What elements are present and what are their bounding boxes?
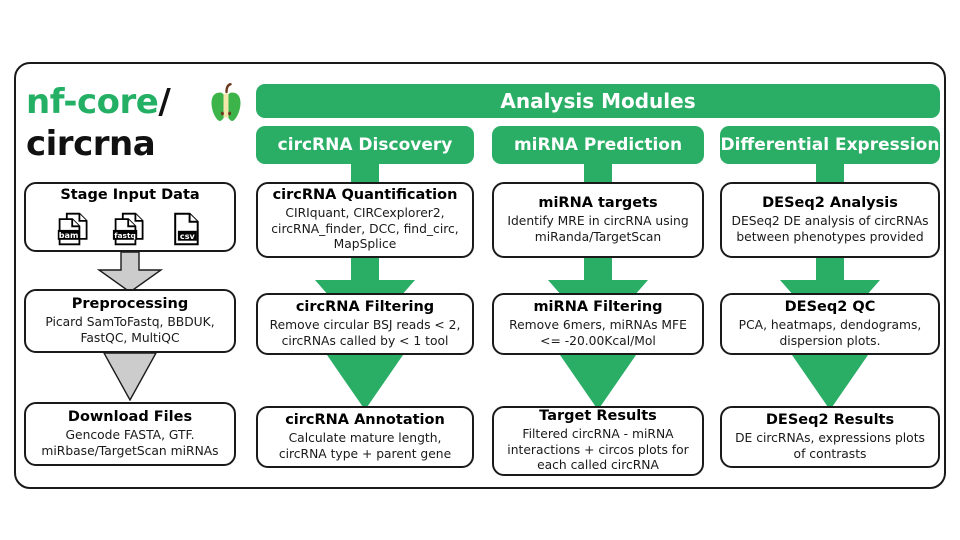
preprocessing-card: Preprocessing Picard SamToFastq, BBDUK, … (24, 289, 236, 353)
step-desc: Identify MRE in circRNA using miRanda/Ta… (507, 213, 689, 244)
preprocessing-desc: Picard SamToFastq, BBDUK, FastQC, MultiQ… (45, 314, 215, 345)
download-files-card: Download Files Gencode FASTA, GTF. miRba… (24, 402, 236, 466)
module-header-circrna-discovery: circRNA Discovery (256, 126, 474, 164)
green-arrow-c2-step1-to-step2 (544, 258, 652, 300)
csv-file-icon: csv (174, 212, 199, 246)
svg-text:bam: bam (59, 230, 79, 240)
green-arrow-c1-step1-to-step2 (311, 258, 419, 300)
green-connector-c3-top (816, 163, 844, 185)
step-desc: Filtered circRNA - miRNA interactions + … (507, 426, 689, 473)
svg-text:fastq: fastq (114, 231, 136, 240)
step-title: DESeq2 Analysis (762, 194, 898, 211)
step-deseq2-results: DESeq2 Results DE circRNAs, expressions … (720, 406, 940, 468)
green-connector-c2-top (584, 163, 612, 185)
step-deseq2-qc: DESeq2 QC PCA, heatmaps, dendograms, dis… (720, 293, 940, 355)
preprocessing-title: Preprocessing (71, 295, 189, 312)
green-connector-c1-top (351, 163, 379, 185)
logo-nfcore-text: nf-core (26, 82, 159, 122)
step-title: miRNA Filtering (533, 298, 663, 315)
svg-text:csv: csv (180, 231, 196, 241)
step-desc: Calculate mature length, circRNA type + … (278, 430, 452, 461)
step-title: circRNA Filtering (295, 298, 435, 315)
step-mirna-filtering: miRNA Filtering Remove 6mers, miRNAs MFE… (492, 293, 704, 355)
step-desc: PCA, heatmaps, dendograms, dispersion pl… (738, 317, 922, 348)
step-title: DESeq2 QC (784, 298, 876, 315)
grey-arrow-stage-to-preprocessing (95, 252, 165, 292)
step-target-results: Target Results Filtered circRNA - miRNA … (492, 406, 704, 476)
logo-slash: / (158, 82, 171, 122)
green-arrow-c3-step1-to-step2 (776, 258, 884, 300)
green-arrow-c1-step2-to-step3 (327, 355, 403, 411)
step-circrna-quantification: circRNA Quantification CIRIquant, CIRCex… (256, 182, 474, 258)
download-files-title: Download Files (67, 408, 193, 425)
bam-file-icon: bam (57, 212, 88, 246)
input-file-icons: bam fastq csv (56, 211, 204, 247)
green-arrow-c2-step2-to-step3 (560, 355, 636, 411)
nf-core-logo: nf-core/ circrna (24, 78, 241, 170)
step-desc: Remove circular BSJ reads < 2, circRNAs … (269, 317, 461, 348)
step-title: Target Results (539, 407, 657, 424)
stage-input-data-card: Stage Input Data bam fastq (24, 182, 236, 252)
step-deseq2-analysis: DESeq2 Analysis DESeq2 DE analysis of ci… (720, 182, 940, 258)
stage-input-data-title: Stage Input Data (60, 186, 200, 203)
step-mirna-targets: miRNA targets Identify MRE in circRNA us… (492, 182, 704, 258)
logo-line-1: nf-core/ (26, 80, 171, 124)
step-desc: DE circRNAs, expressions plots of contra… (735, 430, 925, 461)
step-desc: CIRIquant, CIRCexplorer2, circRNA_finder… (271, 205, 459, 252)
green-arrow-c3-step2-to-step3 (792, 355, 868, 411)
step-circrna-filtering: circRNA Filtering Remove circular BSJ re… (256, 293, 474, 355)
module-header-mirna-prediction: miRNA Prediction (492, 126, 704, 164)
step-desc: DESeq2 DE analysis of circRNAs between p… (731, 213, 929, 244)
logo-pipeline-name: circrna (26, 124, 156, 164)
step-title: circRNA Quantification (272, 186, 458, 203)
download-files-desc: Gencode FASTA, GTF. miRbase/TargetScan m… (41, 427, 219, 458)
module-header-differential-expression: Differential Expression (720, 126, 940, 164)
apple-core-icon (211, 83, 241, 121)
step-circrna-annotation: circRNA Annotation Calculate mature leng… (256, 406, 474, 468)
step-title: miRNA targets (538, 194, 658, 211)
fastq-file-icon: fastq (112, 212, 144, 246)
step-title: circRNA Annotation (285, 411, 445, 428)
step-title: DESeq2 Results (765, 411, 895, 428)
grey-arrow-preprocessing-to-download (100, 353, 160, 401)
step-desc: Remove 6mers, miRNAs MFE <= -20.00Kcal/M… (509, 317, 687, 348)
analysis-modules-header: Analysis Modules (256, 84, 940, 118)
